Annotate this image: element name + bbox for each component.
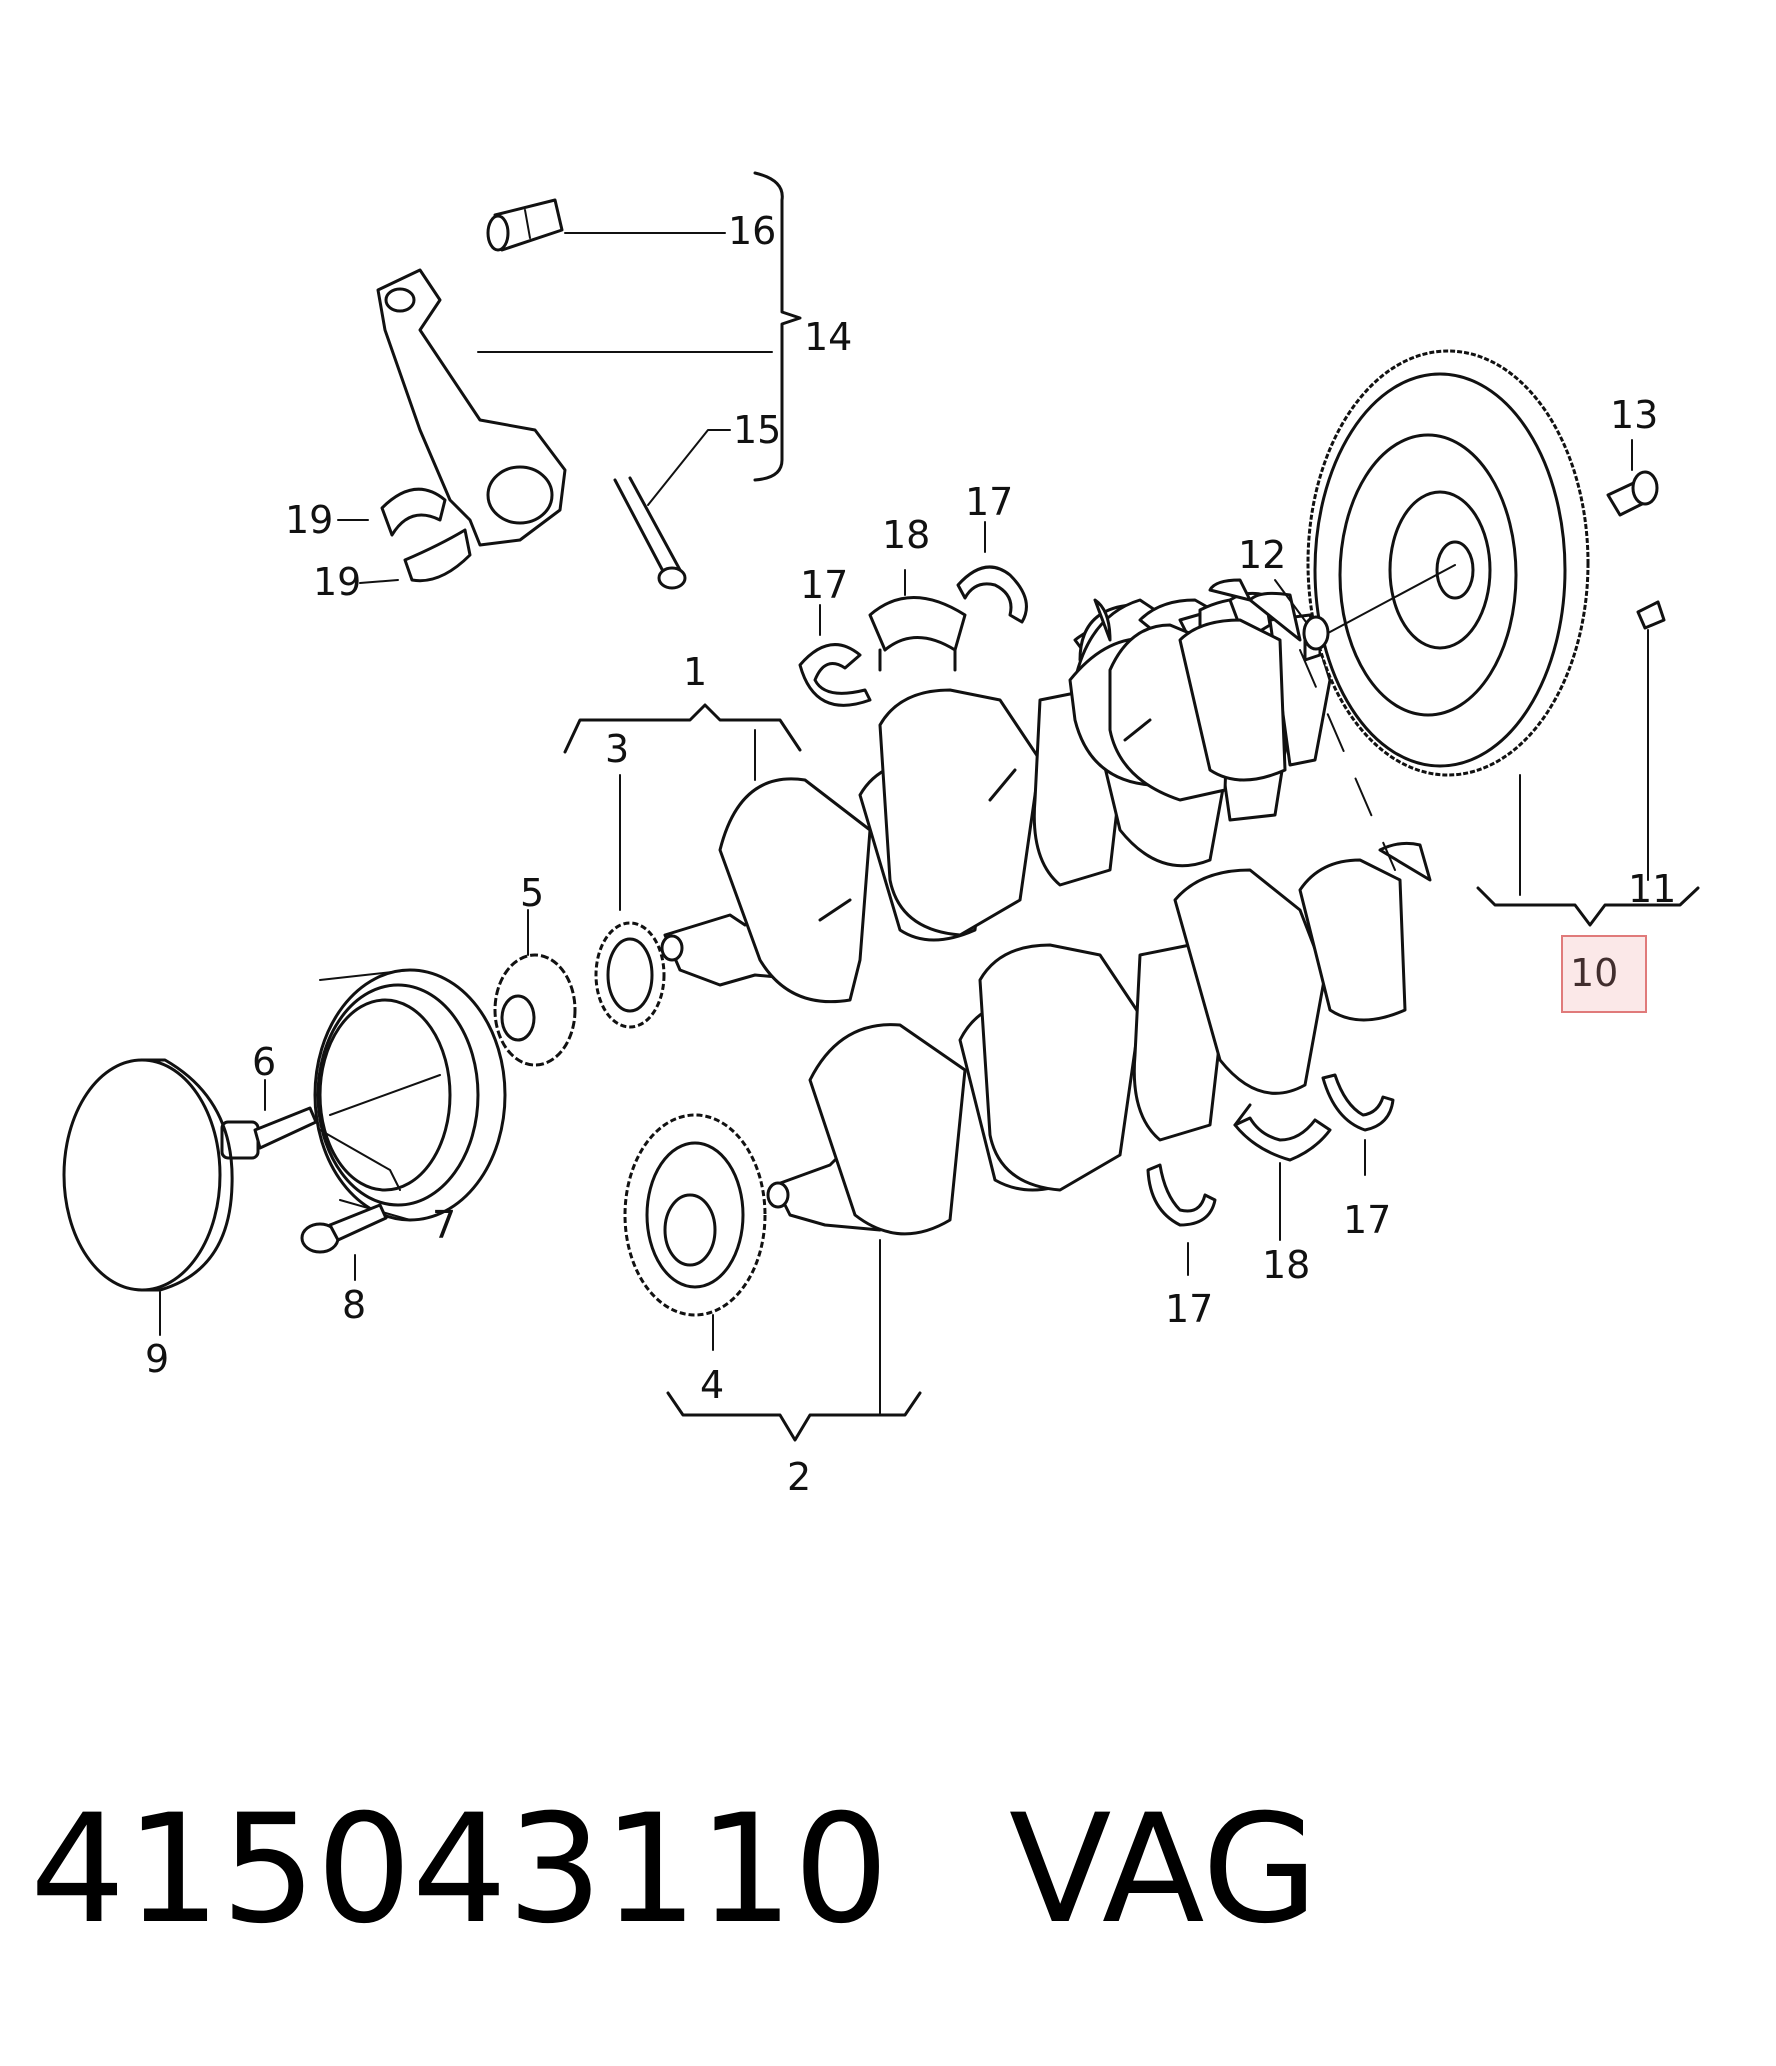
callout-17d[interactable]: 17 <box>1343 1198 1391 1242</box>
bearing-leaders <box>819 521 1366 1276</box>
callout-3[interactable]: 3 <box>605 727 629 771</box>
callout-9[interactable]: 9 <box>145 1337 169 1381</box>
small-end-bushing <box>486 198 564 252</box>
timing-sprocket-ring <box>594 921 666 1029</box>
callout-4[interactable]: 4 <box>700 1363 724 1407</box>
bracket-1 <box>563 703 802 754</box>
main-bearing-shell-upper <box>868 596 967 672</box>
callout-16[interactable]: 16 <box>728 209 776 253</box>
callout-5[interactable]: 5 <box>520 871 544 915</box>
part-number: 415043110 <box>30 1783 889 1957</box>
callout-19a[interactable]: 19 <box>285 498 333 542</box>
crankshaft-lower <box>766 841 1432 1236</box>
rod-bearing-shells <box>380 487 472 583</box>
callout-17c[interactable]: 17 <box>1165 1287 1213 1331</box>
callout-7[interactable]: 7 <box>432 1203 456 1247</box>
callout-1[interactable]: 1 <box>683 650 707 694</box>
bracket-10 <box>1476 886 1700 927</box>
vibration-damper-pulley <box>313 968 507 1222</box>
callout-6[interactable]: 6 <box>252 1040 276 1084</box>
flywheel-bolt <box>1606 439 1659 517</box>
callout-12[interactable]: 12 <box>1238 533 1286 577</box>
crankshaft-upper-journals <box>818 718 1152 922</box>
main-bearing-shell-lower <box>1233 1103 1332 1162</box>
callout-2[interactable]: 2 <box>787 1455 811 1499</box>
callout-10[interactable]: 10 <box>1570 951 1618 995</box>
pilot-bearing <box>1274 579 1330 651</box>
thrust-washer-lower-right <box>1321 1073 1395 1132</box>
crankshaft-upper <box>660 578 1332 1004</box>
callout-17a[interactable]: 17 <box>800 563 848 607</box>
pulley-bolt <box>220 1079 318 1160</box>
bracket-14 <box>753 171 802 482</box>
thrust-washer-lower-left <box>1146 1163 1217 1227</box>
callout-13[interactable]: 13 <box>1610 393 1658 437</box>
brand-name: VAG <box>1008 1783 1319 1957</box>
thrust-washer-upper-right <box>956 565 1028 624</box>
callout-8[interactable]: 8 <box>342 1283 366 1327</box>
callout-18b[interactable]: 18 <box>1262 1243 1310 1287</box>
damper-bolt <box>300 1203 388 1281</box>
callout-11[interactable]: 11 <box>1628 867 1676 911</box>
rod-bolt <box>613 476 687 590</box>
connecting-rod <box>376 268 567 547</box>
callout-14[interactable]: 14 <box>804 315 852 359</box>
flywheel-dowel-pin <box>1636 600 1666 881</box>
callout-19b[interactable]: 19 <box>313 560 361 604</box>
bracket-2 <box>666 1391 922 1442</box>
callout-15[interactable]: 15 <box>733 408 781 452</box>
end-cover-disc <box>62 1058 234 1336</box>
flywheel <box>1306 349 1590 896</box>
crank-gear <box>493 953 577 1067</box>
highlighted-callout-box <box>1561 935 1647 1013</box>
thrust-washer-upper-left <box>798 643 872 707</box>
callout-17b[interactable]: 17 <box>965 480 1013 524</box>
camshaft-drive-gear <box>623 1113 767 1351</box>
alignment-line <box>1299 649 1396 871</box>
callout-18a[interactable]: 18 <box>882 513 930 557</box>
